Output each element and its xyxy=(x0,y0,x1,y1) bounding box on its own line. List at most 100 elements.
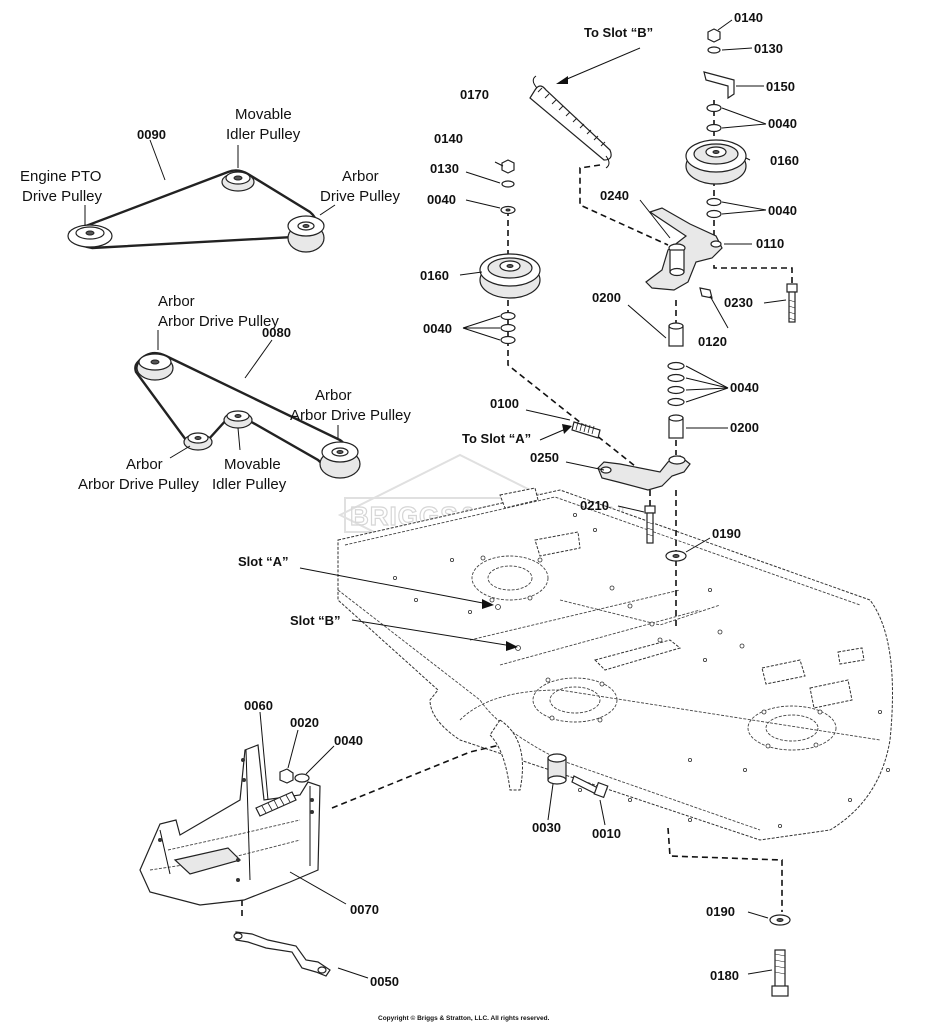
part-number-labels: 0140 0130 0150 0040 0160 0040 0110 0230 … xyxy=(244,10,799,989)
part-0110: 0110 xyxy=(756,236,784,251)
part-0040-f: 0040 xyxy=(334,733,363,748)
arbor-drive-pulley-icon xyxy=(319,441,361,479)
label-arbor-b: Arbor xyxy=(315,387,352,404)
washer-0190-bottom-icon xyxy=(747,911,791,926)
washer-0040-icon xyxy=(706,209,722,219)
bracket-0150-icon xyxy=(703,71,735,100)
spring-0100-icon xyxy=(525,409,601,439)
washer-0130-icon xyxy=(501,180,515,188)
part-0150: 0150 xyxy=(766,79,795,94)
pulley-0160-icon xyxy=(479,253,541,299)
bushing-0030-icon xyxy=(547,753,567,821)
washer-0130-icon xyxy=(707,46,721,54)
part-0200-a: 0200 xyxy=(730,420,759,435)
nut-0020-icon xyxy=(279,729,299,784)
mower-deck-housing xyxy=(337,487,893,841)
part-0040-b: 0040 xyxy=(768,203,797,218)
washer-0040-icon xyxy=(667,373,685,383)
callout-to-slot-b: To Slot “B” xyxy=(584,25,653,40)
part-0210: 0210 xyxy=(580,498,609,513)
part-0070: 0070 xyxy=(350,902,379,917)
label-drive-pulley: Drive Pulley xyxy=(22,188,103,205)
washer-0040-icon xyxy=(667,397,685,407)
part-0200-b: 0200 xyxy=(592,290,621,305)
part-0090: 0090 xyxy=(137,127,166,142)
part-0240: 0240 xyxy=(600,188,629,203)
arbor-drive-pulley-icon xyxy=(136,353,174,381)
label-engine-pto: Engine PTO xyxy=(20,168,101,185)
part-0130-a: 0130 xyxy=(754,41,783,56)
label-idler-pulley-2: Idler Pulley xyxy=(212,476,287,493)
copyright-notice: Copyright © Briggs & Stratton, LLC. All … xyxy=(378,1014,550,1022)
fitting-0120-icon xyxy=(699,287,713,299)
washer-0190-icon xyxy=(665,537,711,562)
callout-labels: To Slot “B” To Slot “A” Slot “A” Slot “B… xyxy=(238,25,653,628)
left-hardware-stack xyxy=(459,159,541,345)
label-movable-2: Movable xyxy=(224,456,281,473)
rod-0050-icon xyxy=(233,931,369,979)
belt-diagram-0090: 0090 Movable Idler Pulley Engine PTO Dri… xyxy=(20,106,401,253)
label-arbor-drive-pulley-c: Arbor Drive Pulley xyxy=(78,476,199,493)
label-arbor-c: Arbor xyxy=(126,456,163,473)
part-0170: 0170 xyxy=(460,87,489,102)
nut-0140-icon xyxy=(501,159,515,174)
washer-0040-icon xyxy=(500,335,516,345)
washer-0040-icon xyxy=(706,197,722,207)
bolt-0010-icon xyxy=(571,775,609,826)
callout-slot-a: Slot “A” xyxy=(238,554,289,569)
center-stack xyxy=(627,304,729,439)
engine-pto-drive-pulley-icon xyxy=(67,224,113,248)
part-0020: 0020 xyxy=(290,715,319,730)
part-0160-a: 0160 xyxy=(770,153,799,168)
nut-0140-icon xyxy=(707,28,721,43)
pulley-0160-icon xyxy=(685,139,747,185)
part-0010: 0010 xyxy=(592,826,621,841)
part-0100: 0100 xyxy=(490,396,519,411)
part-0030: 0030 xyxy=(532,820,561,835)
spring-0060-icon xyxy=(255,711,297,817)
label-arbor: Arbor xyxy=(342,168,379,185)
bolt-0180-icon xyxy=(747,949,789,997)
washer-0040-icon xyxy=(667,385,685,395)
right-hardware-stack xyxy=(685,19,767,219)
arbor-drive-pulley-icon xyxy=(183,432,213,451)
washer-0040-icon xyxy=(500,311,516,321)
part-0050: 0050 xyxy=(370,974,399,989)
movable-idler-pulley-icon xyxy=(223,410,253,429)
washer-0040-icon xyxy=(500,323,516,333)
bolt-0210-icon xyxy=(617,505,656,544)
label-arbor-drive-pulley-a: Arbor Drive Pulley xyxy=(158,313,279,330)
front-bracket-0070-icon xyxy=(139,744,347,906)
part-0180: 0180 xyxy=(710,968,739,983)
label-arbor-drive-pulley-b: Arbor Drive Pulley xyxy=(290,407,411,424)
label-arbor-a: Arbor xyxy=(158,293,195,310)
washer-0040-icon xyxy=(294,745,335,783)
part-0040-c: 0040 xyxy=(730,380,759,395)
callout-to-slot-a: To Slot “A” xyxy=(462,431,531,446)
part-0190-a: 0190 xyxy=(712,526,741,541)
washer-0040-icon xyxy=(667,361,685,371)
movable-idler-pulley-icon xyxy=(221,171,255,192)
callout-arrows xyxy=(299,47,641,651)
part-0130-b: 0130 xyxy=(430,161,459,176)
part-0040-d: 0040 xyxy=(427,192,456,207)
part-0250: 0250 xyxy=(530,450,559,465)
part-0040-a: 0040 xyxy=(768,116,797,131)
label-idler-pulley: Idler Pulley xyxy=(226,126,301,143)
washer-0040-icon xyxy=(706,103,722,113)
bolt-0230-icon xyxy=(763,283,798,323)
label-movable: Movable xyxy=(235,106,292,123)
callout-slot-b: Slot “B” xyxy=(290,613,341,628)
idler-arm-0250-icon xyxy=(565,455,691,491)
belt-diagram-0080: Arbor Arbor Drive Pulley 0080 Arbor Arbo… xyxy=(78,293,411,493)
part-0120: 0120 xyxy=(698,334,727,349)
part-0140-a: 0140 xyxy=(734,10,763,25)
idler-arm-0110-icon xyxy=(639,199,752,329)
washer-0040-icon xyxy=(706,123,722,133)
part-0140-b: 0140 xyxy=(434,131,463,146)
spring-0170-icon xyxy=(529,75,612,169)
part-0160-b: 0160 xyxy=(420,268,449,283)
part-0080: 0080 xyxy=(262,325,291,340)
arbor-drive-pulley-icon xyxy=(287,215,325,253)
